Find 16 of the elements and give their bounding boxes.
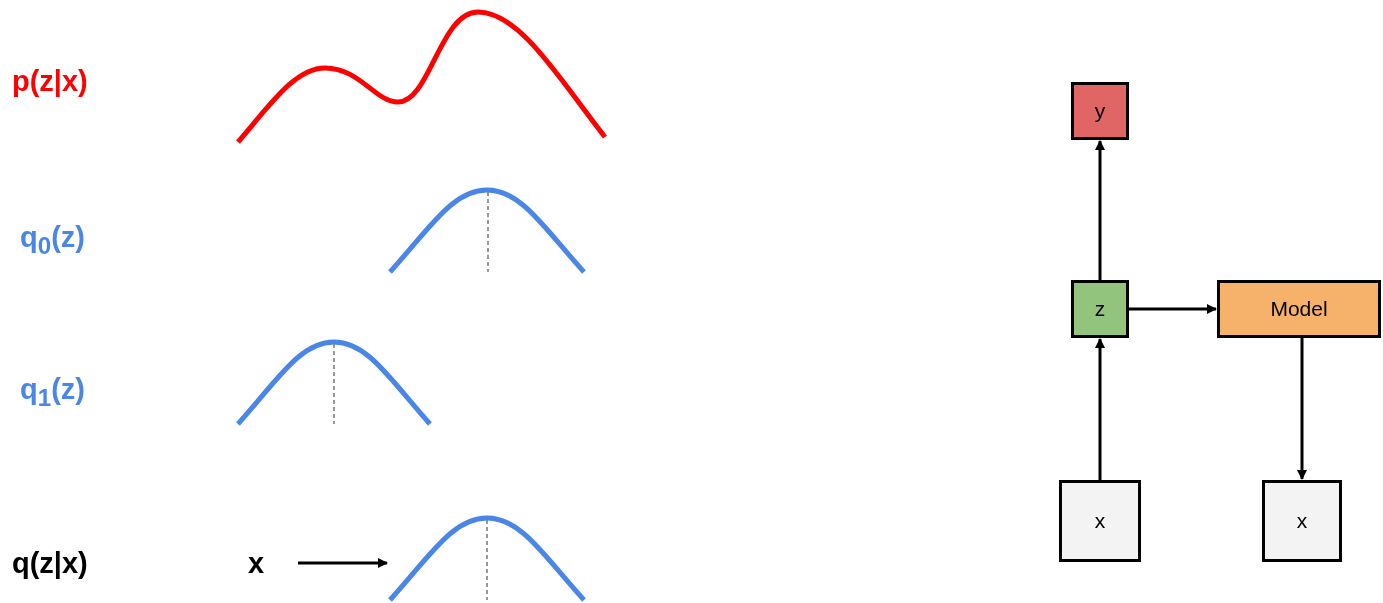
- arrow: [1095, 140, 1105, 280]
- arrow: [1129, 304, 1217, 314]
- variable-box: x: [1059, 480, 1141, 562]
- arrow: [1297, 338, 1307, 480]
- arrow: [1095, 338, 1105, 480]
- variable-box: x: [1262, 480, 1342, 562]
- model-box: Model: [1217, 280, 1381, 338]
- math-label: q$_{1}$(z): [20, 372, 85, 413]
- variable-label: x: [248, 546, 265, 580]
- bell-curve: [388, 515, 586, 602]
- math-label: q$_{0}$(z): [20, 220, 85, 261]
- variable-box: y: [1071, 82, 1129, 140]
- variable-box: z: [1071, 280, 1129, 338]
- math-label: q(z|x): [12, 546, 88, 580]
- arrow: [298, 558, 388, 568]
- math-label: p(z|x): [12, 64, 88, 98]
